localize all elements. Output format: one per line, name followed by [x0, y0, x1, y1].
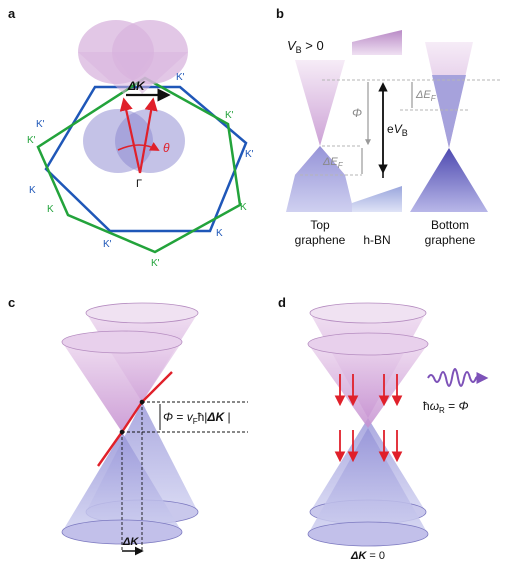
green-k-label: K [240, 202, 247, 213]
blue-k-label: K' [103, 239, 112, 250]
gamma-vector-right [138, 97, 158, 174]
theta-label: θ [163, 141, 170, 155]
bottom-graphene-label-line2: graphene [425, 233, 476, 247]
delta-ef-label-right: ΔEF [415, 89, 437, 103]
bottom-graphene-cone [410, 42, 488, 212]
photon-wave-icon [427, 368, 489, 387]
blue-k-label: K' [176, 72, 185, 83]
theta-arc [117, 142, 160, 151]
top-graphene-cone [286, 60, 354, 212]
delta-ef-label-left: ΔEF [322, 156, 344, 170]
gamma-vector-left [119, 97, 142, 174]
delta-k-zero-label: ΔK = 0 [350, 550, 385, 562]
panel-d-label: d [278, 295, 286, 310]
panel-a-upper-cones [78, 20, 188, 94]
phi-label: Φ [352, 106, 362, 120]
hbn-bottom-block [352, 186, 402, 212]
panel-b: b VB > 0 eVB [276, 6, 500, 247]
blue-k-label: K' [36, 119, 45, 130]
green-k-label: K' [27, 135, 36, 146]
green-hexagon [36, 76, 242, 254]
vertical-transitions [334, 374, 403, 463]
band-crossing-line-upper [141, 371, 173, 403]
panel-d: d ħωR = Φ [278, 295, 489, 562]
gamma-label: Γ [136, 178, 142, 190]
panel-a-delta-k-label: ΔK [127, 79, 146, 93]
green-k-label: K [47, 204, 54, 215]
panel-c-delta-k-label: ΔK [122, 536, 139, 548]
energy-reference-lines [300, 79, 500, 176]
green-k-label: K' [151, 258, 160, 269]
blue-k-label: K [29, 185, 36, 196]
vb-condition-label: VB > 0 [287, 38, 324, 55]
band-crossing-segment [121, 401, 143, 433]
photon-energy-label: ħωR = Φ [423, 399, 469, 415]
panel-c: c Φ = vFħ|ΔK | [8, 295, 248, 556]
blue-k-label: K' [245, 149, 254, 160]
panel-c-guides [121, 401, 248, 552]
blue-k-label: K [216, 228, 223, 239]
panel-c-equation: Φ = vFħ|ΔK | [163, 410, 231, 426]
green-k-label: K' [225, 110, 234, 121]
top-graphene-label-line2: graphene [295, 233, 346, 247]
panel-a-label: a [8, 6, 16, 21]
bottom-graphene-label-line1: Bottom [431, 218, 469, 232]
band-crossing-line-lower [97, 431, 123, 467]
panel-c-label: c [8, 295, 15, 310]
blue-hexagon [44, 85, 248, 233]
panel-d-front-cone [307, 332, 429, 547]
panel-a: a ΔK θ Γ K' K K' K K' K' K [8, 6, 254, 269]
hbn-label: h-BN [363, 233, 390, 247]
evb-label: eVB [387, 122, 408, 138]
panel-b-label: b [276, 6, 284, 21]
top-graphene-label-line1: Top [310, 218, 330, 232]
hbn-top-block [352, 30, 402, 55]
